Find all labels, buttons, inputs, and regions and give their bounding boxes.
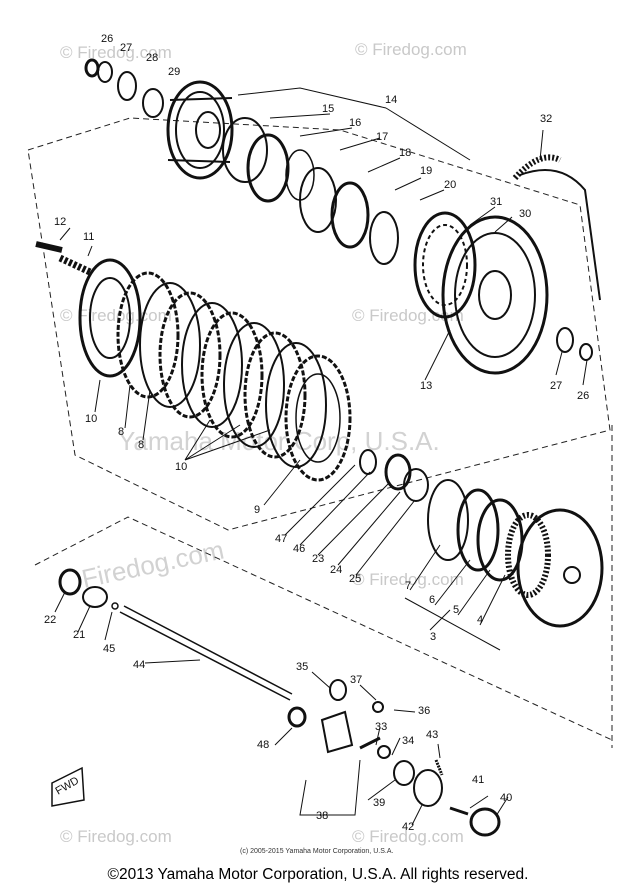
watermark-firedog: © Firedog.com [352,306,464,325]
callout-8b: 9 [254,504,260,516]
callout-5: 6 [429,594,435,606]
callout-24: 24 [330,564,342,576]
watermark-firedog: © Firedog.com [355,40,467,59]
callout-39: 39 [373,797,385,809]
watermark-firedog-large: Firedog.com [79,534,227,593]
callout-18: 18 [399,147,411,159]
callout-46: 46 [293,543,305,555]
callout-41: 41 [472,774,484,786]
callout-34: 34 [402,735,414,747]
fine-print-copyright: (c) 2005-2015 Yamaha Motor Corporation, … [240,848,393,855]
push-lever-assembly [287,679,501,837]
callout-6: 7 [405,580,411,592]
callout-35: 35 [296,661,308,673]
callout-42: 42 [402,821,414,833]
push-rod-assembly [58,568,293,701]
watermark-firedog: © Firedog.com [60,43,172,62]
callout-19: 19 [420,165,432,177]
watermark-firedog: © Firedog.com [352,827,464,846]
callout-30: 30 [519,208,531,220]
callout-47: 47 [275,533,287,545]
callout-11: 11 [83,231,94,243]
callout-26b: 26 [577,390,589,402]
callout-26: 26 [101,33,113,45]
watermark-firedog: © Firedog.com [352,570,464,589]
callout-7: 8 [118,426,124,438]
callout-12: 12 [54,216,66,228]
callout-43: 43 [426,729,438,741]
clutch-housing-assembly [166,80,399,265]
clutch-boss-assembly [427,479,604,628]
callout-45: 45 [103,643,115,655]
callout-13: 13 [420,380,432,392]
callout-32: 32 [540,113,552,125]
callout-25: 25 [349,573,361,585]
washer-set-top [84,58,164,118]
callout-2: 3 [430,631,436,643]
callout-14: 14 [385,94,397,106]
callout-20: 20 [444,179,456,191]
callout-31: 31 [490,196,502,208]
group-outlines [27,117,613,748]
callout-23: 23 [312,553,324,565]
callout-44: 44 [133,659,145,671]
watermark-firedog: © Firedog.com [60,306,172,325]
footer-copyright: ©2013 Yamaha Motor Corporation, U.S.A. A… [107,866,529,883]
callout-37: 37 [350,674,362,686]
callout-8: 8 [138,439,144,451]
pressure-plate-assembly [35,241,142,378]
callout-3: 4 [477,614,483,626]
callout-28: 28 [146,52,158,64]
primary-driven-gear [413,154,601,375]
callout-17: 17 [376,131,388,143]
bearing-washers [359,449,429,502]
callout-21: 21 [73,629,85,641]
callout-33: 33 [375,721,387,733]
callout-16: 16 [349,117,361,129]
callout-9: 10 [175,461,187,473]
callout-38: 38 [316,810,328,822]
callout-22: 22 [44,614,56,626]
forward-direction-mark: FWD [51,766,85,807]
callout-40: 40 [500,792,512,804]
callout-4: 5 [453,604,459,616]
callout-10: 10 [85,413,97,425]
watermark-yamaha: Yamaha Motor Corp, U.S.A. [118,426,440,456]
callout-48: 48 [257,739,269,751]
callout-27: 27 [120,42,132,54]
callout-labels: 26 27 28 29 14 15 16 17 18 19 20 32 31 3… [44,33,589,833]
forward-label: FWD [54,775,82,798]
watermark-firedog: © Firedog.com [60,827,172,846]
callout-15: 15 [322,103,334,115]
callout-27b: 27 [550,380,562,392]
callout-36: 36 [418,705,430,717]
clutch-plate-stack [116,271,352,482]
leader-lines [54,87,588,826]
callout-29: 29 [168,66,180,78]
